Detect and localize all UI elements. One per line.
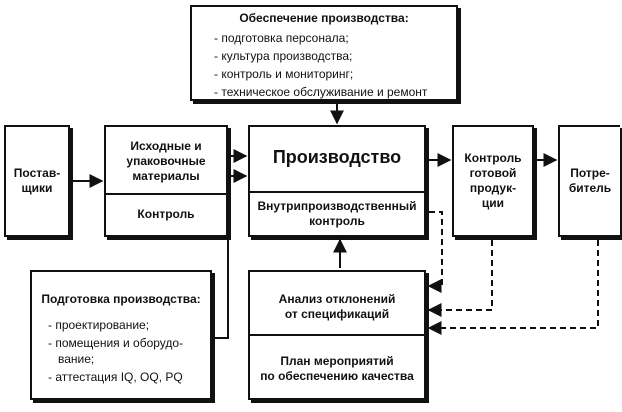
materials-divider	[106, 193, 226, 195]
consumer-label-1: Потре-	[570, 166, 610, 180]
analysis-label-1: Анализ отклонений	[278, 292, 396, 306]
preparation-title: Подготовка производства:	[41, 292, 201, 306]
production-divider	[250, 191, 424, 193]
product-control-4: ции	[481, 196, 505, 210]
internal-control-1: Внутрипроизводственный	[257, 199, 417, 213]
dashed-internal-analysis	[427, 211, 443, 293]
supply-box: Обеспечение производства: - подготовка п…	[190, 5, 458, 101]
preparation-box: Подготовка производства: - проектировани…	[30, 270, 212, 400]
analysis-label-2: от спецификаций	[284, 307, 390, 321]
materials-label-3: материалы	[132, 169, 200, 183]
product-control-1: Контроль	[464, 151, 522, 165]
preparation-item-1: - проектирование;	[48, 318, 150, 332]
materials-label-2: упаковочные	[126, 154, 206, 168]
analysis-box: Анализ отклонений от спецификаций План м…	[248, 270, 426, 400]
internal-control-2: контроль	[309, 214, 365, 228]
materials-box: Исходные и упаковочные материалы Контрол…	[104, 125, 228, 237]
production-title: Производство	[272, 147, 402, 167]
consumer-label-2: битель	[568, 181, 612, 195]
plan-label-2: по обеспечению качества	[260, 369, 414, 383]
materials-control: Контроль	[137, 207, 195, 221]
production-box: Производство Внутрипроизводственный конт…	[248, 125, 426, 237]
preparation-item-3: - аттестация IQ, OQ, PQ	[48, 370, 183, 384]
suppliers-label-1: Постав-	[13, 166, 61, 180]
dashed-consumer-analysis	[427, 240, 599, 335]
dashed-product-analysis	[427, 240, 493, 317]
preparation-item-2b: вание;	[58, 352, 95, 366]
materials-label-1: Исходные и	[130, 139, 202, 153]
supply-item-1: - подготовка персонала;	[214, 31, 349, 45]
product-control-2: готовой	[469, 166, 517, 180]
supply-item-4: - техническое обслуживание и ремонт	[214, 85, 428, 99]
product-control-3: продук-	[469, 181, 517, 195]
analysis-divider	[250, 334, 424, 336]
supply-item-2: - культура производства;	[214, 49, 353, 63]
supply-title: Обеспечение производства:	[239, 11, 409, 25]
suppliers-label-2: щики	[21, 181, 53, 195]
product-control-box: Контроль готовой продук- ции	[452, 125, 534, 237]
preparation-item-2a: - помещения и оборудо-	[48, 336, 184, 350]
suppliers-box: Постав- щики	[4, 125, 70, 237]
plan-label-1: План мероприятий	[280, 354, 394, 368]
arrow-preparation-production	[215, 169, 248, 339]
consumer-box: Потре- битель	[558, 125, 620, 237]
supply-item-3: - контроль и мониторинг;	[214, 67, 354, 81]
